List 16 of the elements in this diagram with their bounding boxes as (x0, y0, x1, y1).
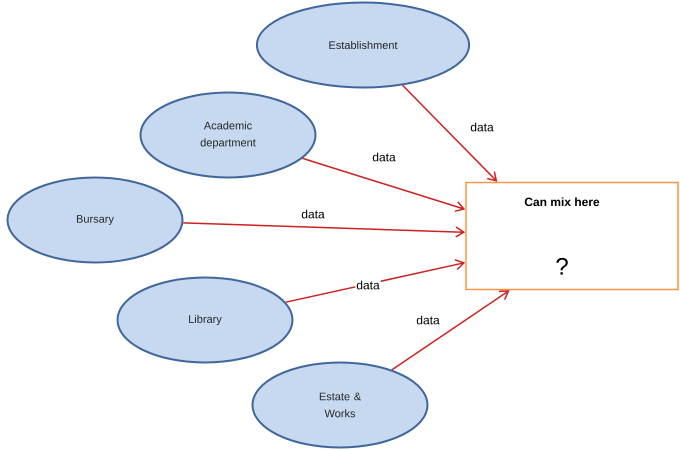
arrow (286, 259, 466, 303)
ellipse-node: Establishment (256, 2, 470, 88)
ellipse-node: Estate & Works (252, 362, 428, 448)
edge-label: data (300, 208, 326, 220)
ellipse-node: Bursary (6, 176, 184, 264)
arrow (302, 158, 466, 212)
ellipse-node: Library (116, 276, 294, 364)
arrow (402, 84, 498, 182)
edge-label: data (469, 122, 495, 132)
edge-label: data (415, 314, 441, 326)
arrow (183, 222, 466, 238)
arrow (392, 290, 510, 370)
process-box: Can mix here ? (465, 182, 679, 290)
edge-label: data (371, 152, 397, 162)
edge-label: data (355, 280, 381, 290)
ellipse-node: Academic department (140, 92, 316, 178)
